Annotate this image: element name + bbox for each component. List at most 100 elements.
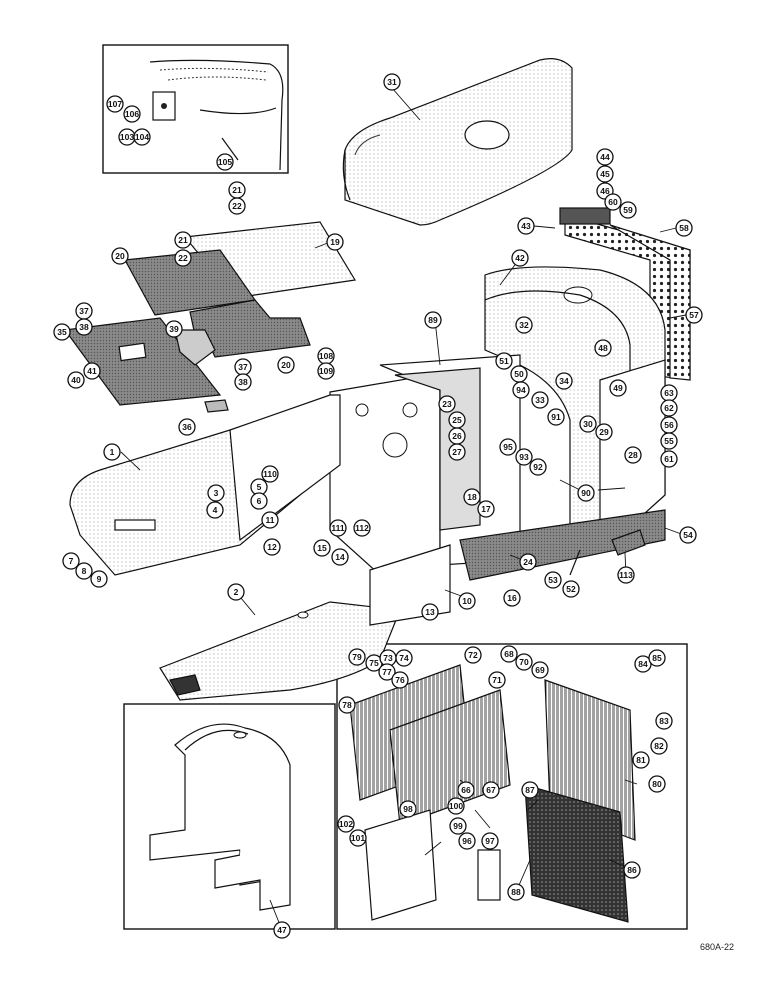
- svg-text:24: 24: [523, 557, 533, 567]
- callout: 13: [421, 603, 439, 621]
- callout: 61: [660, 450, 678, 468]
- svg-text:111: 111: [331, 523, 345, 533]
- svg-text:107: 107: [108, 99, 122, 109]
- callout: 91: [547, 408, 565, 426]
- callout: 36: [178, 418, 196, 436]
- callout: 27: [448, 443, 466, 461]
- svg-text:69: 69: [535, 665, 545, 675]
- callout: 17: [477, 500, 495, 518]
- callout: 21: [174, 231, 192, 249]
- callout: 14: [331, 548, 349, 566]
- callout: 109: [317, 362, 335, 380]
- callout: 1: [103, 443, 121, 461]
- svg-text:40: 40: [71, 375, 81, 385]
- svg-text:86: 86: [627, 865, 637, 875]
- svg-text:52: 52: [566, 584, 576, 594]
- callout: 80: [648, 775, 666, 793]
- svg-text:85: 85: [652, 653, 662, 663]
- callout: 21: [228, 181, 246, 199]
- callout: 19: [326, 233, 344, 251]
- svg-text:73: 73: [383, 653, 393, 663]
- svg-text:68: 68: [504, 649, 514, 659]
- svg-text:84: 84: [638, 659, 648, 669]
- svg-text:44: 44: [600, 152, 610, 162]
- floor-pan-lower: [159, 601, 401, 701]
- svg-text:77: 77: [382, 667, 392, 677]
- callout: 56: [660, 416, 678, 434]
- callout: 81: [632, 751, 650, 769]
- callout: 31: [383, 73, 401, 91]
- svg-text:6: 6: [257, 496, 262, 506]
- callout: 113: [617, 566, 635, 584]
- svg-text:31: 31: [387, 77, 397, 87]
- bracket-39: [174, 329, 216, 366]
- callout: 8: [75, 562, 93, 580]
- document-code: 680A-22: [700, 942, 735, 952]
- callout: 20: [277, 356, 295, 374]
- svg-text:37: 37: [238, 362, 248, 372]
- callout: 25: [448, 411, 466, 429]
- callout: 66: [457, 781, 475, 799]
- svg-text:83: 83: [659, 716, 669, 726]
- svg-text:20: 20: [281, 360, 291, 370]
- svg-text:4: 4: [213, 505, 218, 515]
- svg-text:53: 53: [548, 575, 558, 585]
- callout: 50: [510, 365, 528, 383]
- callout: 3: [207, 484, 225, 502]
- callout: 110: [261, 465, 279, 483]
- callout: 38: [75, 318, 93, 336]
- svg-text:34: 34: [559, 376, 569, 386]
- svg-text:100: 100: [449, 801, 463, 811]
- callout: 72: [464, 646, 482, 664]
- callout: 90: [577, 484, 595, 502]
- callout: 68: [500, 645, 518, 663]
- hood-frame-assembly: [149, 723, 291, 911]
- svg-text:106: 106: [125, 109, 139, 119]
- svg-text:22: 22: [232, 201, 242, 211]
- svg-text:70: 70: [519, 657, 529, 667]
- svg-text:74: 74: [399, 653, 409, 663]
- svg-text:7: 7: [69, 556, 74, 566]
- callout: 35: [53, 323, 71, 341]
- bolt-52: [569, 549, 581, 576]
- callout: 104: [133, 128, 151, 146]
- svg-text:35: 35: [57, 327, 67, 337]
- callout: 2: [227, 583, 245, 601]
- callout: 101: [349, 829, 367, 847]
- svg-text:79: 79: [352, 652, 362, 662]
- callout: 22: [174, 249, 192, 267]
- callout: 54: [679, 526, 697, 544]
- svg-text:42: 42: [515, 253, 525, 263]
- svg-text:81: 81: [636, 755, 646, 765]
- svg-text:15: 15: [317, 543, 327, 553]
- svg-text:27: 27: [452, 447, 462, 457]
- svg-text:48: 48: [598, 343, 608, 353]
- callout: 37: [75, 302, 93, 320]
- svg-text:59: 59: [623, 205, 633, 215]
- callout: 10: [458, 592, 476, 610]
- callout: 22: [228, 197, 246, 215]
- svg-text:2: 2: [234, 587, 239, 597]
- svg-text:58: 58: [679, 223, 689, 233]
- callout: 78: [338, 696, 356, 714]
- callout: 47: [273, 921, 291, 939]
- callouts: 31 107 106 103 104 105 21 22 21 22 19 20…: [53, 73, 703, 939]
- svg-text:93: 93: [519, 452, 529, 462]
- clip-113: [611, 529, 646, 556]
- callout: 9: [90, 570, 108, 588]
- callout: 15: [313, 539, 331, 557]
- callout: 63: [660, 384, 678, 402]
- svg-text:101: 101: [351, 833, 365, 843]
- callout: 70: [515, 653, 533, 671]
- svg-text:32: 32: [519, 320, 529, 330]
- svg-text:90: 90: [581, 488, 591, 498]
- callout: 11: [261, 511, 279, 529]
- svg-text:71: 71: [492, 675, 502, 685]
- svg-text:22: 22: [178, 253, 188, 263]
- svg-text:9: 9: [97, 574, 102, 584]
- callout: 42: [511, 249, 529, 267]
- callout: 94: [512, 381, 530, 399]
- callout: 28: [624, 446, 642, 464]
- svg-text:39: 39: [169, 324, 179, 334]
- svg-text:110: 110: [263, 469, 277, 479]
